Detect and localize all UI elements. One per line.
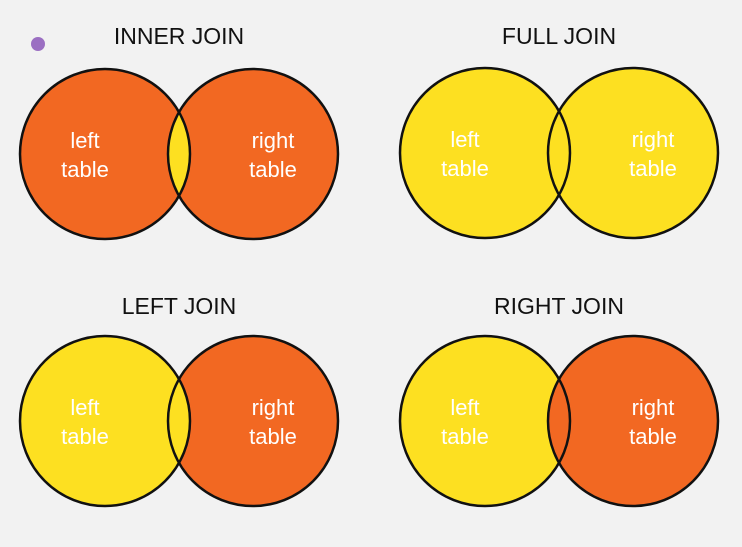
diagram-title: INNER JOIN [114,23,244,49]
left-table-outline [398,66,572,240]
left-table-outline [398,334,572,508]
right-table-outline [546,334,720,508]
right-table-outline [166,334,340,508]
diagram-title: RIGHT JOIN [494,293,624,319]
left-table-region [20,69,190,239]
right-table-outline [166,67,340,241]
left-table-region [400,68,570,238]
right-table-region [548,68,718,238]
right-table-region [168,69,338,239]
left-table-outline [18,334,192,508]
right-table-region [548,336,718,506]
right-table-region [168,336,338,506]
diagram-title: FULL JOIN [502,23,616,49]
diagram-title: LEFT JOIN [122,293,237,319]
left-table-region [400,336,570,506]
left-table-outline [18,67,192,241]
right-table-outline [546,66,720,240]
left-table-region [20,336,190,506]
bullet-dot [31,37,45,51]
